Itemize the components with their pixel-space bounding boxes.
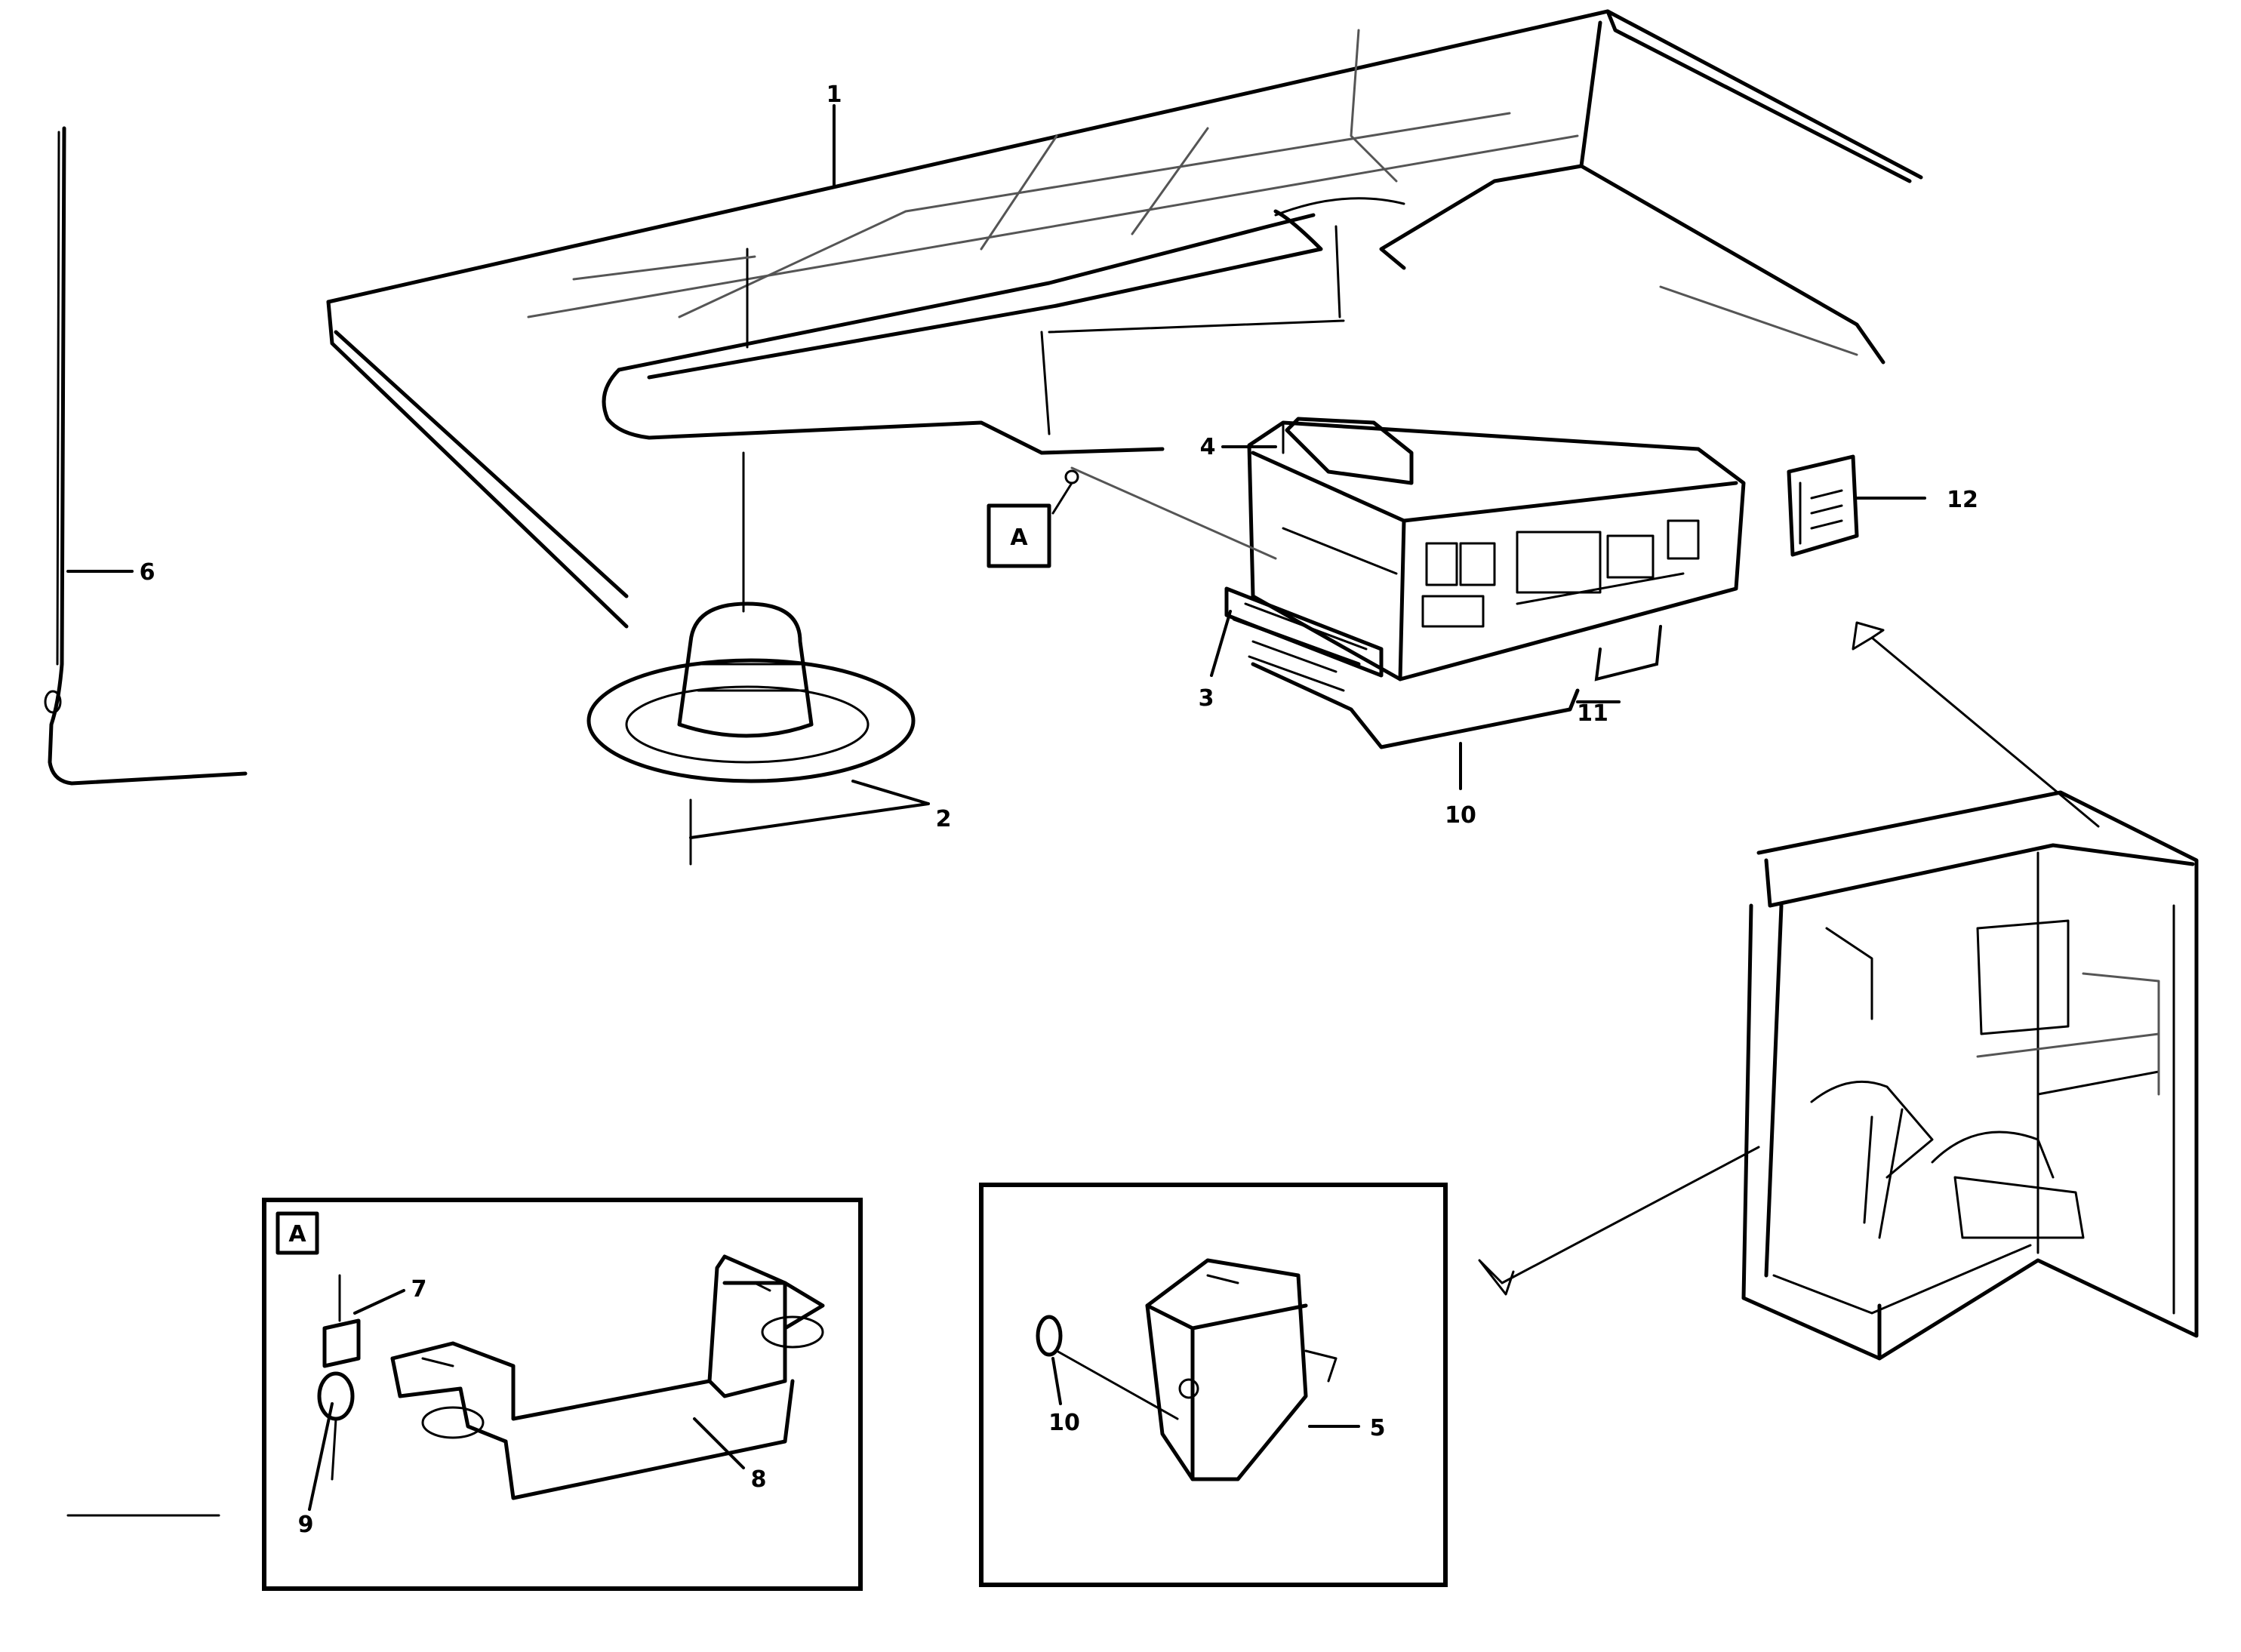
- callout-10-detail: 10: [1048, 1410, 1080, 1436]
- speaker: [1787, 454, 1859, 557]
- callout-detail-a: A: [288, 1221, 306, 1247]
- detail-box-b: [979, 1183, 1448, 1587]
- detail-a-label-box: [276, 1211, 319, 1255]
- cab-roof-panel: [326, 9, 1923, 629]
- callout-2: 2: [936, 806, 952, 832]
- detail-marker-a: [987, 469, 1079, 568]
- bracket-8: [390, 1254, 825, 1500]
- beacon-light: [586, 451, 916, 783]
- radio-unit: [1070, 417, 1746, 681]
- callout-5: 5: [1370, 1415, 1386, 1441]
- callout-9: 9: [298, 1512, 314, 1538]
- screw-9: [317, 1371, 355, 1481]
- cable-10: [1251, 662, 1580, 749]
- leader-9: [308, 1402, 334, 1511]
- leader-8: [693, 1417, 745, 1469]
- detail-box-a: [262, 1198, 863, 1591]
- screw-10: [1036, 1315, 1179, 1420]
- leader-10-detail: [1051, 1357, 1062, 1405]
- callout-10: 10: [1445, 802, 1476, 829]
- callout-7: 7: [411, 1276, 427, 1303]
- callout-4: 4: [1200, 434, 1216, 460]
- leader-2: [689, 780, 930, 839]
- control-unit-5: [1145, 1258, 1338, 1481]
- callout-6: 6: [140, 559, 155, 586]
- cab-overview: [1741, 790, 2199, 1361]
- callout-marker-a: A: [1010, 525, 1028, 551]
- arrow-to-roof: [1852, 621, 2100, 828]
- callout-11: 11: [1577, 700, 1608, 727]
- radio-bracket: [1224, 586, 1384, 692]
- callout-12: 12: [1947, 487, 1978, 513]
- callout-1: 1: [827, 82, 842, 108]
- arrow-to-detail: [1478, 1146, 1760, 1296]
- leader-3: [1210, 610, 1232, 677]
- leader-7: [353, 1289, 405, 1315]
- antenna: [44, 126, 248, 786]
- leader-11: [1594, 625, 1662, 681]
- callout-8: 8: [751, 1466, 767, 1493]
- callout-3: 3: [1199, 685, 1214, 712]
- nut-7: [322, 1274, 361, 1368]
